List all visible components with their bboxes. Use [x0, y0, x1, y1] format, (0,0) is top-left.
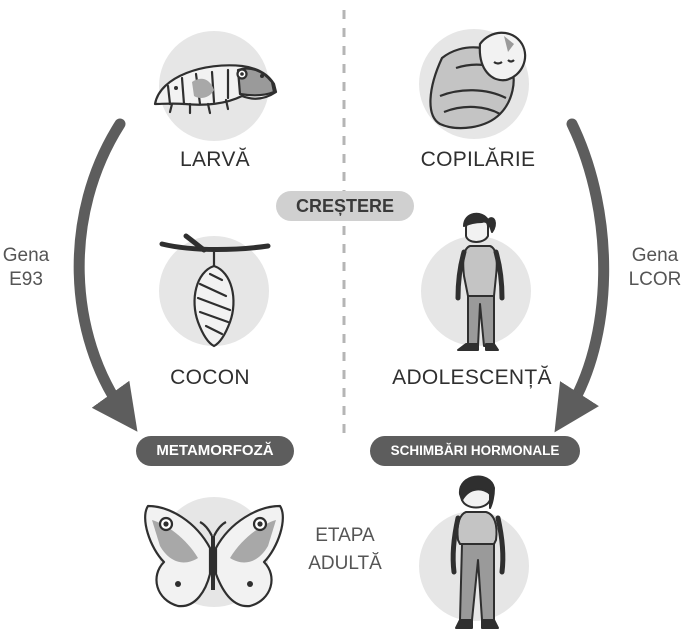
stage-label-cocoon: COCON: [160, 366, 260, 390]
gene-label-lcor: Gena LCOR: [624, 244, 686, 292]
gene-label-lcor-line2: LCOR: [624, 268, 686, 292]
gene-label-e93-line2: E93: [0, 268, 52, 292]
left-arrow: [79, 124, 124, 413]
adult-stage-label: ETAPA ADULTĂ: [290, 522, 400, 578]
growth-pill: CREȘTERE: [276, 191, 414, 221]
gene-label-e93: Gena E93: [0, 244, 52, 292]
gene-label-lcor-line1: Gena: [624, 244, 686, 268]
gene-label-e93-line1: Gena: [0, 244, 52, 268]
adult-stage-line1: ETAPA: [290, 522, 400, 550]
adult-stage-line2: ADULTĂ: [290, 550, 400, 578]
stage-label-adolescence: ADOLESCENȚĂ: [384, 366, 560, 390]
right-arrow: [567, 124, 604, 413]
stage-label-larva: LARVĂ: [170, 148, 260, 172]
metamorphosis-pill: METAMORFOZĂ: [136, 436, 294, 466]
hormonal-changes-pill: SCHIMBĂRI HORMONALE: [370, 436, 580, 466]
stage-label-childhood: COPILĂRIE: [410, 148, 546, 172]
